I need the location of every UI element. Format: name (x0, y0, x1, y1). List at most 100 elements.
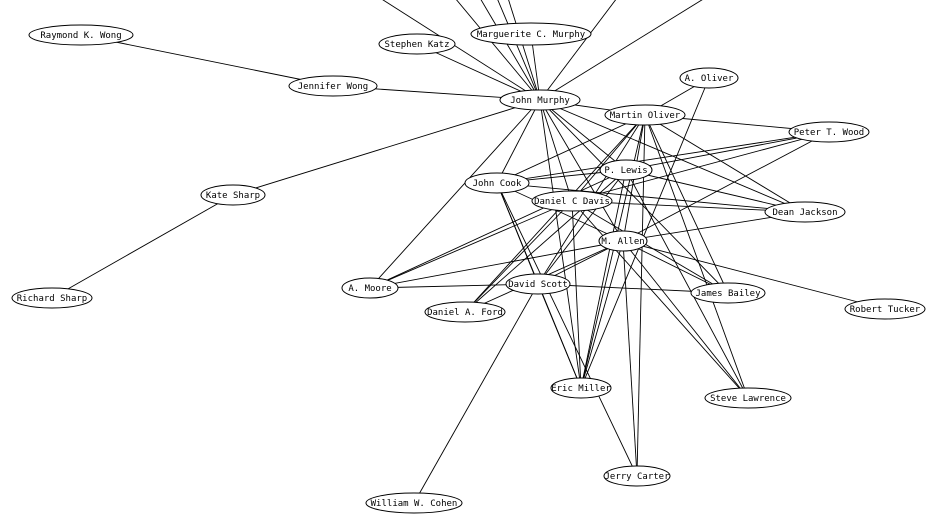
node-ellipse (604, 104, 686, 126)
edge-john_murphy-daniel_c (539, 99, 573, 202)
node-ellipse (424, 301, 506, 323)
node-label: Daniel C Davis (534, 197, 610, 207)
edge-john_murphy-eric (539, 99, 582, 389)
node-label: Jennifer Wong (298, 82, 368, 92)
node-stephen[interactable]: Stephen Katz (378, 33, 456, 55)
node-ellipse (365, 492, 463, 514)
edge-offscreen (539, 0, 617, 101)
node-richard[interactable]: Richard Sharp (11, 287, 93, 309)
node-dean[interactable]: Dean Jackson (764, 201, 846, 223)
node-william[interactable]: William W. Cohen (365, 492, 463, 514)
edge-m_allen-steve (622, 240, 749, 399)
edge-offscreen (382, 0, 541, 101)
node-james[interactable]: James Bailey (690, 282, 766, 304)
edge-john_cook-m_allen (496, 182, 624, 242)
node-label: William W. Cohen (371, 499, 458, 509)
node-steve[interactable]: Steve Lawrence (704, 387, 792, 409)
node-label: James Bailey (695, 289, 761, 299)
edge-offscreen (508, 0, 541, 101)
edge-john_cook-david (496, 182, 539, 285)
node-ellipse (788, 121, 870, 143)
node-ellipse (499, 89, 581, 111)
node-m-allen[interactable]: M. Allen (598, 230, 648, 252)
edge-p_lewis-eric (580, 169, 627, 389)
edge-martin-daniel_c (571, 114, 646, 202)
node-jerry[interactable]: Jerry Carter (603, 465, 671, 487)
node-peter[interactable]: Peter T. Wood (788, 121, 870, 143)
node-label: P. Lewis (604, 166, 647, 176)
node-label: Richard Sharp (17, 294, 87, 304)
node-a-moore[interactable]: A. Moore (341, 277, 399, 299)
edge-martin-john_cook (496, 114, 646, 184)
edge-martin-dean (644, 114, 806, 213)
node-ellipse (844, 298, 926, 320)
edge-martin-eric (580, 114, 646, 389)
node-label: M. Allen (601, 237, 644, 247)
node-label: Kate Sharp (206, 191, 260, 201)
node-ellipse (505, 273, 571, 295)
node-ellipse (603, 465, 671, 487)
edge-peter-john_cook (496, 131, 830, 184)
node-ellipse (200, 184, 266, 206)
node-marguerite[interactable]: Marguerite C. Murphy (470, 22, 592, 46)
node-robert[interactable]: Robert Tucker (844, 298, 926, 320)
node-daniel-c[interactable]: Daniel C Davis (531, 190, 613, 212)
node-ellipse (11, 287, 93, 309)
node-a-oliver[interactable]: A. Oliver (679, 67, 739, 89)
node-john-murphy[interactable]: John Murphy (499, 89, 581, 111)
node-label: A. Moore (348, 284, 391, 294)
edge-m_allen-robert (622, 240, 886, 310)
node-john-cook[interactable]: John Cook (464, 172, 530, 194)
node-label: Robert Tucker (850, 305, 921, 315)
edge-a_moore-p_lewis (369, 169, 627, 289)
edge-martin-steve (644, 114, 749, 399)
node-ellipse (704, 387, 792, 409)
node-label: Marguerite C. Murphy (477, 30, 586, 40)
edge-kate-john_murphy (232, 99, 541, 196)
node-label: Daniel A. Ford (427, 308, 503, 318)
node-kate[interactable]: Kate Sharp (200, 184, 266, 206)
edge-peter-p_lewis (625, 131, 830, 171)
node-label: Dean Jackson (772, 208, 837, 218)
edge-john_murphy-john_cook (496, 99, 541, 184)
node-ellipse (288, 75, 378, 97)
node-jennifer[interactable]: Jennifer Wong (288, 75, 378, 97)
node-ellipse (690, 282, 766, 304)
node-david[interactable]: David Scott (505, 273, 571, 295)
edge-offscreen (539, 0, 703, 101)
node-label: A. Oliver (685, 74, 734, 84)
node-raymond[interactable]: Raymond K. Wong (28, 24, 134, 46)
node-label: Stephen Katz (384, 40, 449, 50)
edge-stephen-john_murphy (416, 43, 541, 101)
edges-layer (51, 0, 886, 504)
node-label: Martin Oliver (610, 111, 681, 121)
node-ellipse (764, 201, 846, 223)
node-ellipse (341, 277, 399, 299)
edge-daniel_c-daniel_a (464, 200, 573, 313)
node-ellipse (470, 22, 592, 46)
node-p-lewis[interactable]: P. Lewis (599, 159, 653, 181)
node-ellipse (28, 24, 134, 46)
edge-m_allen-jerry (622, 240, 638, 477)
edge-john_cook-jerry (496, 182, 638, 477)
node-martin[interactable]: Martin Oliver (604, 104, 686, 126)
edge-p_lewis-steve (625, 169, 749, 399)
node-daniel-a[interactable]: Daniel A. Ford (424, 301, 506, 323)
edge-daniel_c-steve (571, 200, 749, 399)
node-label: Eric Miller (551, 384, 611, 394)
edge-raymond-jennifer (80, 34, 334, 87)
node-label: Steve Lawrence (710, 394, 786, 404)
edge-offscreen (456, 0, 541, 101)
node-eric[interactable]: Eric Miller (550, 377, 612, 399)
node-ellipse (378, 33, 456, 55)
node-ellipse (599, 159, 653, 181)
node-ellipse (679, 67, 739, 89)
edge-p_lewis-david (537, 169, 627, 285)
edge-kate-richard (51, 194, 234, 299)
edge-offscreen (497, 0, 541, 101)
node-label: Raymond K. Wong (40, 31, 121, 41)
node-ellipse (550, 377, 612, 399)
node-label: Jerry Carter (604, 472, 670, 482)
node-ellipse (531, 190, 613, 212)
